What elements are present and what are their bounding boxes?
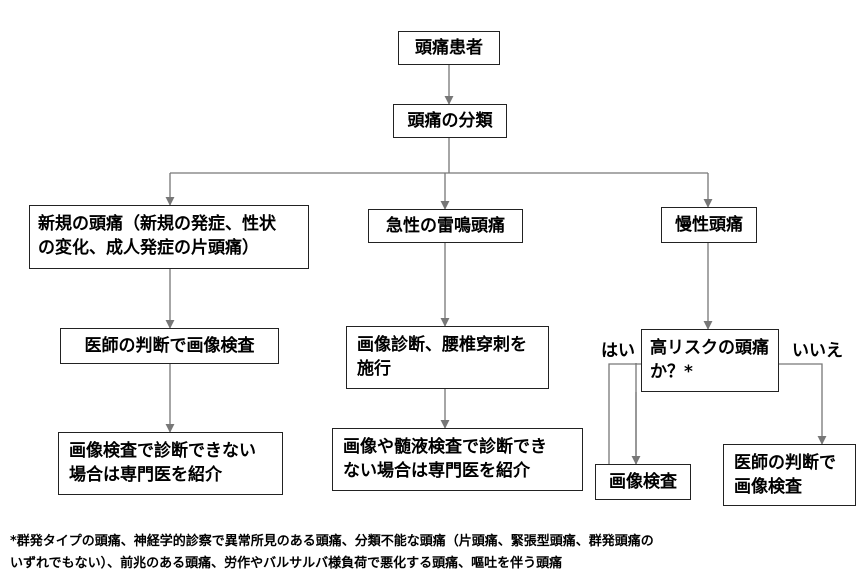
node-high-risk-question: 高リスクの頭痛 か？* bbox=[641, 329, 779, 392]
node-new-headache: 新規の頭痛（新規の発症、性状 の変化、成人発症の片頭痛） bbox=[29, 205, 309, 269]
node-doctor-imaging-2: 医師の判断で 画像検査 bbox=[723, 444, 856, 506]
arrow-no-doctor2 bbox=[779, 363, 827, 445]
node-headache-patient: 頭痛患者 bbox=[398, 31, 500, 65]
node-diagnosis-lumbar-puncture: 画像診断、腰椎穿刺を 施行 bbox=[346, 326, 549, 389]
node-doctor-imaging: 医師の判断で画像検査 bbox=[60, 328, 279, 364]
node-imaging: 画像検査 bbox=[595, 464, 691, 500]
footnote-line-1: *群発タイプの頭痛、神経学的診察で異常所見のある頭痛、分類不能な頭痛（片頭痛、緊… bbox=[10, 534, 654, 549]
node-acute-thunderclap: 急性の雷鳴頭痛 bbox=[368, 209, 523, 243]
footnote-line-2: いずれでもない）、前兆のある頭痛、労作やバルサルバ様負荷で悪化する頭痛、嘔吐を伴… bbox=[10, 556, 563, 571]
label-no: いいえ bbox=[792, 341, 843, 361]
label-yes: はい bbox=[601, 341, 635, 361]
node-refer-specialist-1: 画像検査で診断できない 場合は専門医を紹介 bbox=[58, 432, 283, 495]
node-headache-classification: 頭痛の分類 bbox=[393, 104, 507, 138]
node-chronic-headache: 慢性頭痛 bbox=[661, 207, 757, 243]
node-refer-specialist-2: 画像や髄液検査で診断でき ない場合は専門医を紹介 bbox=[332, 428, 583, 491]
